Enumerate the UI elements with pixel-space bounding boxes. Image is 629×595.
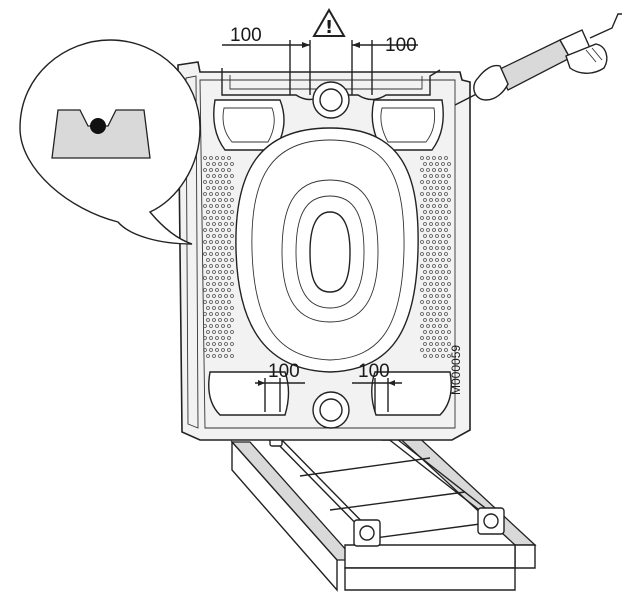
vent-perforations-left	[203, 156, 234, 358]
rear-panel	[177, 61, 471, 441]
magnified-detail-callout	[19, 39, 201, 245]
dimension-label-bottom-left: 100	[268, 361, 300, 382]
warning-icon	[312, 7, 346, 37]
transport-frame	[230, 419, 537, 592]
dimension-top-left	[222, 40, 311, 95]
figure-reference-code: M000059	[449, 345, 463, 395]
sealant-gun-illustration	[454, 13, 622, 106]
dimension-top-right	[351, 40, 418, 95]
warning-symbol: !	[325, 17, 333, 38]
dimension-bottom-right	[352, 378, 402, 412]
dimension-label-bottom-right: 100	[358, 361, 390, 382]
dimension-bottom-left	[255, 378, 305, 412]
dimension-label-top-right: 100	[385, 35, 417, 56]
dimension-label-top-left: 100	[230, 25, 262, 46]
vent-perforations-right	[420, 156, 451, 358]
